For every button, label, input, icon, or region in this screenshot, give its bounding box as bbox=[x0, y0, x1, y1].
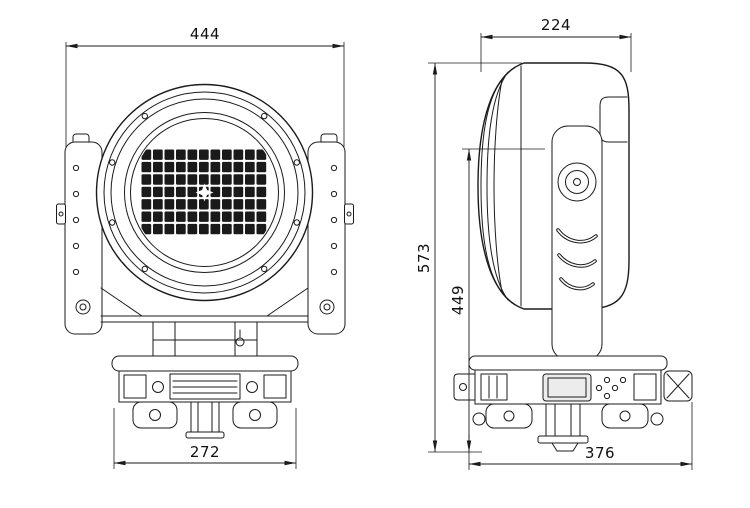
dim-label-base-width: 272 bbox=[190, 443, 220, 461]
dim-front-width: 444 bbox=[65, 25, 345, 147]
side-view: 224 bbox=[415, 16, 693, 470]
menu-buttons bbox=[595, 376, 627, 400]
front-view: 444 bbox=[56, 25, 354, 469]
front-base bbox=[111, 355, 299, 439]
dim-label-head-depth: 224 bbox=[541, 16, 571, 34]
base-left-bracket bbox=[453, 373, 476, 401]
display-screen bbox=[542, 373, 592, 402]
dim-front-base-width: 272 bbox=[113, 408, 297, 469]
side-base bbox=[453, 355, 693, 452]
side-yoke-arm bbox=[551, 125, 603, 361]
tilt-hub bbox=[557, 162, 597, 202]
arm-vent-slots bbox=[556, 228, 598, 291]
dim-total-height: 573 bbox=[415, 62, 522, 453]
front-yoke-arms bbox=[56, 133, 354, 335]
dim-label-yoke-height: 449 bbox=[449, 285, 467, 315]
star-marker-icon bbox=[195, 183, 214, 202]
dim-label-total-height: 573 bbox=[415, 243, 433, 273]
front-cradle bbox=[100, 287, 309, 359]
safety-hook bbox=[235, 337, 245, 347]
dim-head-depth: 224 bbox=[480, 16, 632, 72]
clamp-foot bbox=[551, 442, 579, 452]
dim-label-front-width: 444 bbox=[190, 25, 220, 43]
base-right-bracket bbox=[663, 370, 693, 402]
side-handle-notch bbox=[599, 96, 628, 143]
dim-base-depth: 376 bbox=[468, 402, 693, 470]
dim-label-base-depth: 376 bbox=[585, 444, 615, 462]
head-bolts bbox=[109, 112, 300, 273]
dim-yoke-height: 449 bbox=[449, 148, 545, 452]
